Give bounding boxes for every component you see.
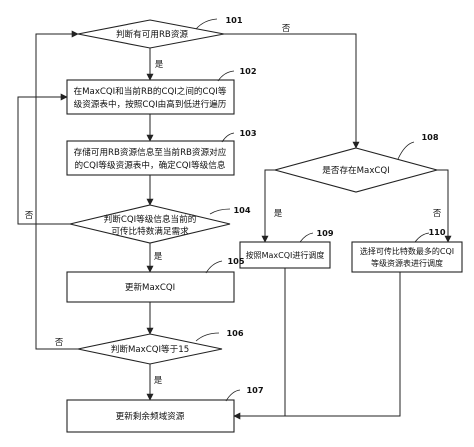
ref-103-label: 103: [239, 128, 256, 138]
ref-108-leader: [397, 141, 415, 160]
node-102-text-line-2: 级资源表中，按照CQI由高到低进行遍历: [74, 98, 227, 110]
node-107-text: 更新剩余频域资源: [116, 410, 185, 422]
ref-106-leader: [195, 332, 220, 342]
branch-104-no: 否: [25, 210, 34, 220]
node-104-text-line-2: 可传比特数满足需求: [111, 225, 189, 237]
node-110-text-line-2: 等级资源表进行调度: [371, 258, 443, 268]
ref-105-label: 105: [227, 256, 244, 266]
ref-110-leader: [414, 232, 430, 243]
branch-101-yes: 是: [155, 59, 164, 69]
branch-104-yes: 是: [154, 251, 163, 261]
node-101-text: 判断有可用RB资源: [116, 28, 188, 40]
edge-108-yes-to-109: [261, 169, 275, 243]
node-104-text-line-1: 判断CQI等级信息当前的: [104, 213, 197, 225]
node-109-process: [239, 241, 331, 269]
edge-108-no-to-110: [437, 169, 452, 243]
ref-108-label: 108: [421, 132, 438, 142]
node-108-decision: [272, 147, 440, 193]
ref-107-label: 107: [246, 385, 263, 395]
ref-105-leader: [205, 260, 223, 274]
ref-110-label: 110: [428, 227, 445, 237]
ref-104-leader: [209, 208, 231, 215]
ref-102-label: 102: [239, 66, 256, 76]
edge-101-no-to-108: [224, 33, 360, 149]
node-102-process: [66, 79, 235, 115]
ref-101-leader: [195, 18, 218, 30]
branch-108-yes: 是: [274, 208, 283, 218]
ref-101-label: 101: [225, 15, 242, 25]
ref-106-label: 106: [226, 328, 243, 338]
node-103-process: [66, 140, 235, 176]
node-106-decision: [77, 333, 223, 365]
branch-106-yes: 是: [154, 375, 163, 385]
node-101-decision: [77, 19, 225, 49]
branch-106-no: 否: [55, 337, 64, 347]
node-105-process: [66, 271, 235, 303]
ref-109-label: 109: [316, 228, 333, 238]
edge-110-to-107: [285, 272, 401, 417]
edge-104-no-to-102: [17, 93, 70, 225]
branch-108-no: 否: [433, 208, 442, 218]
branch-101-no: 否: [282, 23, 291, 33]
ref-109-leader: [299, 232, 314, 243]
node-103-text-line-1: 存储可用RB资源信息至当前RB资源对应: [74, 146, 227, 158]
node-103-text-line-2: 的CQI等级资源表中，确定CQI等级信息: [75, 159, 226, 171]
node-109-text: 按照MaxCQI进行调度: [246, 250, 325, 260]
edge-106-no-to-101: [35, 30, 79, 350]
ref-102-leader: [217, 70, 235, 82]
node-107-process: [66, 399, 235, 433]
node-105-text: 更新MaxCQI: [125, 281, 175, 293]
node-102-text-line-1: 在MaxCQI和当前RB的CQI之间的CQI等: [74, 85, 227, 97]
node-110-text-line-1: 选择可传比特数最多的CQI: [360, 246, 454, 256]
node-104-decision: [69, 204, 231, 244]
node-108-text: 是否存在MaxCQI: [322, 164, 389, 176]
node-110-process: [351, 241, 463, 273]
node-106-text: 判断MaxCQI等于15: [111, 343, 189, 355]
ref-103-leader: [221, 132, 235, 143]
ref-107-leader: [225, 389, 241, 402]
ref-104-label: 104: [233, 205, 250, 215]
